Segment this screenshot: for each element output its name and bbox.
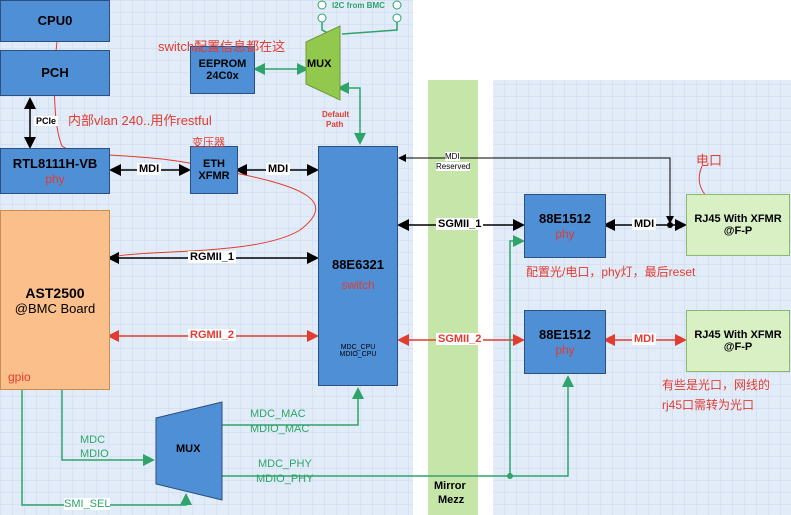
ast2500-block: AST2500 @BMC Board [0, 210, 110, 390]
rtl8111-phy-note: phy [45, 172, 65, 186]
eth-xfmr-block: ETH XFMR [190, 146, 238, 194]
front-panel-region [493, 80, 791, 515]
rtl8111-block: RTL8111H-VB phy [0, 148, 110, 194]
phy-bottom-label: 88E1512 [538, 327, 592, 342]
transformer-note: 变压器 [192, 137, 225, 149]
electrical-port-annotation: 电口 [696, 153, 723, 168]
phy-config-annotation: 配置光/电口，phy灯，最后reset [526, 265, 696, 279]
mux-top-label: MUX [307, 58, 332, 70]
ast2500-label: AST2500 [25, 284, 85, 301]
vlan-annotation: 内部vlan 240..用作restful [68, 113, 212, 128]
mdio-label: MDIO [80, 448, 109, 460]
phy-top-label: 88E1512 [538, 211, 592, 226]
i2c-label: I2C from BMC [332, 1, 385, 10]
optical-annotation-1: 有些是光口，网线的 [662, 378, 771, 392]
rgmii-2-label: RGMII_2 [188, 329, 237, 341]
sgmii-2-label: SGMII_2 [436, 333, 484, 345]
eeprom-part-label: 24C0x [206, 70, 239, 82]
mezz-label: Mezz [438, 494, 465, 506]
switch-label: 88E6321 [331, 257, 385, 272]
mdi-reserved-label-1: MDI [445, 152, 460, 161]
eeprom-label: EEPROM [198, 58, 247, 70]
mdi-reserved-label-2: Reserved [436, 162, 471, 171]
eeprom-annotation: switch配置信息都在这 [158, 39, 286, 54]
ast2500-gpio-note: gpio [8, 370, 31, 384]
phy-88e1512-top-block: 88E1512 phy [524, 194, 606, 258]
mdio-mac-label: MDIO_MAC [250, 423, 310, 435]
pch-block: PCH [0, 50, 110, 96]
mdc-phy-label: MDC_PHY [258, 458, 312, 470]
mirror-mezz-column [428, 80, 478, 515]
eeprom-block: EEPROM 24C0x [190, 46, 255, 94]
switch-mdio-label: MDIO_CPU [339, 351, 377, 358]
pch-label: PCH [41, 65, 69, 80]
rj45-top-label: RJ45 With XFMR [694, 213, 782, 225]
phy-bottom-note: phy [555, 343, 575, 357]
cpu0-block: CPU0 [0, 0, 110, 42]
mdi-rtl-eth-label: MDI [137, 163, 162, 175]
mdi-phy-rj45-top-label: MDI [632, 218, 657, 230]
cpu0-label: CPU0 [37, 13, 73, 28]
switch-note: switch [341, 278, 375, 292]
xfmr-label: XFMR [198, 170, 230, 182]
rj45-top-block: RJ45 With XFMR @F-P [686, 194, 790, 256]
smi-sel-label: SMI_SEL [64, 498, 111, 510]
rj45-bottom-block: RJ45 With XFMR @F-P [686, 310, 790, 372]
switch-mdc-label: MDC_CPU [340, 344, 376, 351]
mux-bottom-label: MUX [176, 443, 201, 455]
mdio-phy-label: MDIO_PHY [256, 473, 314, 485]
switch-88e6321-block: 88E6321 switch MDC_CPU MDIO_CPU [318, 146, 398, 386]
mux-top-shape [305, 25, 341, 101]
mux-bottom-shape [155, 401, 223, 501]
rj45-bottom-label: RJ45 With XFMR [694, 329, 782, 341]
rj45-top-fp-label: @F-P [723, 225, 753, 237]
rj45-bottom-fp-label: @F-P [723, 341, 753, 353]
optical-annotation-2: rj45口需转为光口 [662, 398, 755, 412]
mirror-label: Mirror [434, 480, 466, 492]
mdc-label: MDC [80, 434, 106, 446]
default-path-label-2: Path [326, 120, 344, 129]
mdi-phy-rj45-bottom-label: MDI [632, 333, 657, 345]
mdi-eth-switch-label: MDI [266, 163, 291, 175]
eth-label: ETH [203, 158, 225, 170]
rgmii-1-label: RGMII_1 [188, 251, 237, 263]
mdc-mac-label: MDC_MAC [250, 408, 306, 420]
default-path-label-1: Default [322, 110, 350, 119]
sgmii-1-label: SGMII_1 [436, 218, 484, 230]
ast2500-board-label: @BMC Board [14, 300, 96, 316]
phy-88e1512-bottom-block: 88E1512 phy [524, 310, 606, 374]
pcie-label: PCIe [34, 116, 59, 126]
phy-top-note: phy [555, 227, 575, 241]
rtl8111-label: RTL8111H-VB [12, 156, 98, 171]
